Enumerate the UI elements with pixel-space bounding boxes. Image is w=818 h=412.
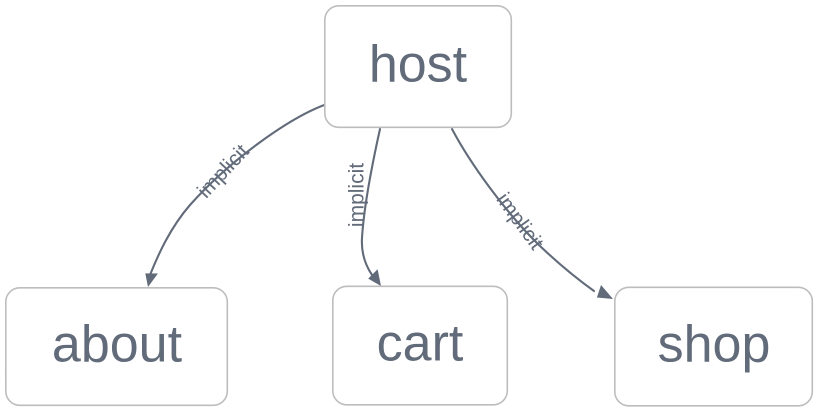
edge-group-host-cart[interactable]: implicit — [346, 127, 387, 290]
node-cart-box[interactable] — [331, 285, 509, 406]
edge-label-host-about: implicit — [193, 140, 254, 203]
edge-label-host-shop: implicit — [492, 189, 548, 255]
node-host-box[interactable] — [323, 5, 513, 129]
arrowhead-cart — [368, 269, 381, 286]
node-shop-label: shop — [658, 316, 771, 374]
node-shop-box[interactable] — [613, 286, 814, 407]
edge-path-host-about[interactable] — [148, 102, 329, 277]
edge-path-host-shop[interactable] — [450, 127, 596, 293]
edge-group-host-shop[interactable]: implicit — [450, 127, 616, 304]
edge-path-host-cart[interactable] — [360, 127, 382, 277]
node-shop[interactable]: shop — [613, 286, 814, 407]
arrowhead-shop — [596, 285, 613, 299]
node-about-box[interactable] — [5, 286, 229, 407]
node-cart-label: cart — [377, 315, 464, 373]
edge-group-host-about[interactable]: implicit — [141, 102, 329, 289]
node-about-label: about — [52, 316, 183, 374]
edge-label-host-cart: implicit — [346, 163, 369, 227]
arrowhead-about — [145, 273, 158, 287]
node-cart[interactable]: cart — [331, 285, 509, 406]
node-about[interactable]: about — [5, 286, 229, 407]
node-host-label: host — [369, 36, 468, 94]
node-host[interactable]: host — [323, 5, 513, 129]
